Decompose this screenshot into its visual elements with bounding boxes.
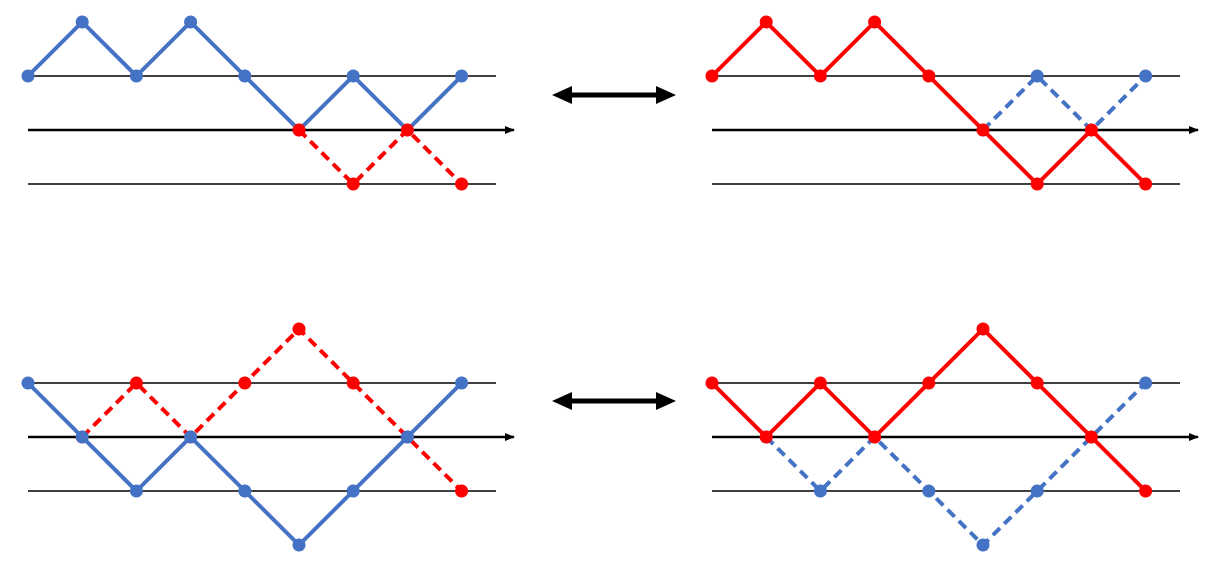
blue-dashed-path <box>764 381 1148 547</box>
blue-path-vertex <box>75 15 89 29</box>
blue-path-vertex <box>813 484 827 498</box>
blue-path-vertex <box>238 69 252 83</box>
blue-dashed-path <box>981 74 1148 132</box>
red-path-vertex <box>868 15 882 29</box>
red-path-vertex <box>868 430 882 444</box>
blue-path-vertex <box>129 69 143 83</box>
red-path-vertex <box>1139 484 1153 498</box>
arrow-head-right <box>656 392 676 410</box>
red-path-vertex <box>976 322 990 336</box>
arrow-head-left <box>552 86 572 104</box>
red-path-vertex <box>238 376 252 390</box>
red-path-vertex <box>400 123 414 137</box>
red-path-vertex <box>759 15 773 29</box>
red-path-vertex <box>705 376 719 390</box>
blue-path-vertex <box>129 484 143 498</box>
blue-path-vertex <box>75 430 89 444</box>
red-path-vertex <box>292 123 306 137</box>
blue-path-vertex <box>21 376 35 390</box>
blue-path-vertex <box>292 538 306 552</box>
panel-top-right <box>705 15 1199 191</box>
top-bijection-arrow <box>552 86 676 104</box>
red-path-vertex <box>1084 123 1098 137</box>
blue-path-vertex <box>1139 376 1153 390</box>
blue-path-vertex <box>455 376 469 390</box>
blue-path-vertex <box>184 15 198 29</box>
blue-path-vertex <box>238 484 252 498</box>
blue-path-vertex <box>455 69 469 83</box>
red-path-vertex <box>922 69 936 83</box>
red-path-vertex <box>976 123 990 137</box>
arrow-head-right <box>656 86 676 104</box>
red-path-vertex <box>1139 177 1153 191</box>
red-path-vertex <box>813 69 827 83</box>
red-path-vertex <box>346 376 360 390</box>
red-path-vertex <box>813 376 827 390</box>
blue-path-vertex <box>346 484 360 498</box>
blue-path-vertex <box>346 69 360 83</box>
red-path-vertex <box>1084 430 1098 444</box>
blue-path-vertex <box>400 430 414 444</box>
red-solid-path <box>710 20 1148 186</box>
blue-path-vertex <box>922 484 936 498</box>
red-path-vertex <box>346 177 360 191</box>
red-path-vertex <box>705 69 719 83</box>
red-path-vertex <box>1030 376 1044 390</box>
red-path-vertex <box>1030 177 1044 191</box>
red-path-vertex <box>129 376 143 390</box>
blue-solid-path <box>26 381 464 547</box>
red-dashed-path <box>80 327 464 493</box>
red-path-vertex <box>922 376 936 390</box>
blue-path-vertex <box>21 69 35 83</box>
red-path-vertex <box>759 430 773 444</box>
panel-top-left <box>21 15 515 191</box>
red-dashed-path <box>297 128 464 186</box>
panel-bottom-right <box>705 322 1199 552</box>
blue-path-vertex <box>1139 69 1153 83</box>
panel-bottom-left <box>21 322 515 552</box>
blue-path-vertex <box>1030 484 1044 498</box>
red-path-vertex <box>455 484 469 498</box>
red-path-vertex <box>292 322 306 336</box>
blue-path-vertex <box>184 430 198 444</box>
red-path-vertex <box>455 177 469 191</box>
arrow-head-left <box>552 392 572 410</box>
blue-path-vertex <box>1030 69 1044 83</box>
blue-path-vertex <box>976 538 990 552</box>
bottom-bijection-arrow <box>552 392 676 410</box>
red-solid-path <box>710 327 1148 493</box>
